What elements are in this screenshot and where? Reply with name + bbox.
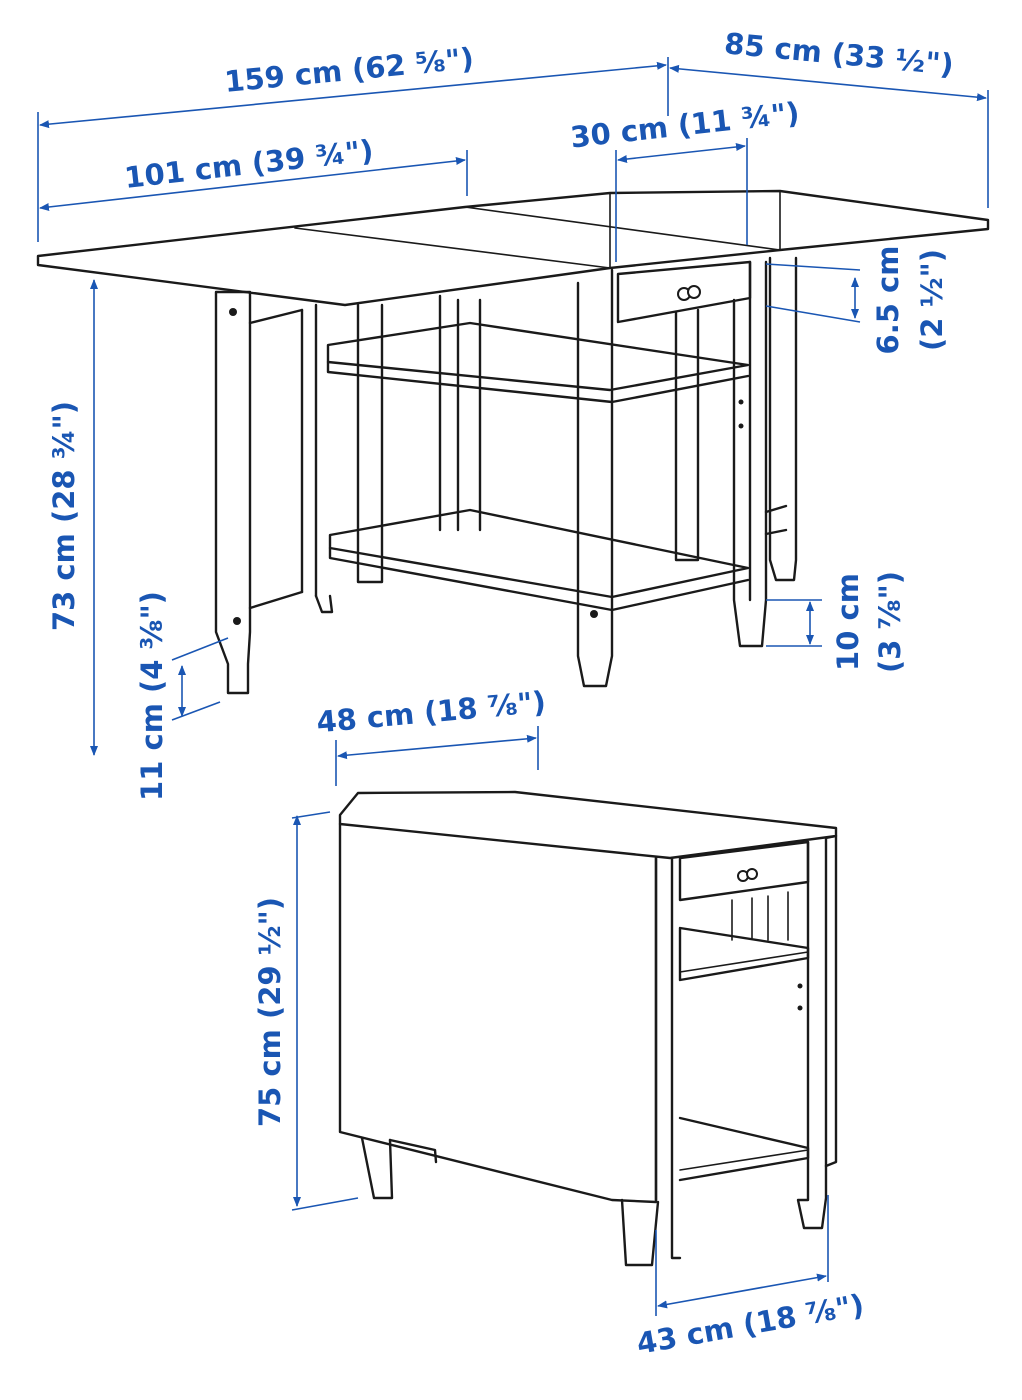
label-leg-clearance-left: 11 cm (4 ⅜")	[135, 591, 169, 801]
right-legs	[674, 308, 700, 562]
folded-tabletop	[338, 790, 838, 860]
open-upper-shelf	[326, 321, 750, 392]
label-drawer-width: 30 cm (11 ¾")	[569, 96, 801, 155]
open-lower-shelf	[328, 508, 750, 599]
front-leg	[576, 268, 614, 688]
label-leaf-width: 101 cm (39 ¾")	[123, 133, 375, 195]
folded-lower-shelf	[678, 1116, 810, 1182]
label-drawer-height-cm: 6.5 cm	[871, 246, 905, 355]
label-leg-clearance-right-in: (3 ⅞")	[873, 571, 907, 673]
open-tabletop	[36, 189, 990, 307]
label-depth: 85 cm (33 ½")	[723, 26, 955, 81]
label-drawer-height-in: (2 ½")	[915, 249, 949, 351]
center-left-legs	[356, 303, 384, 584]
label-total-width: 159 cm (62 ⅝")	[223, 41, 475, 99]
label-height-open: 73 cm (28 ¾")	[47, 401, 81, 631]
folded-front-leg	[620, 1198, 660, 1267]
folded-table-drawing	[338, 790, 838, 1267]
open-table-drawing	[36, 189, 990, 695]
folded-leaf	[338, 822, 658, 1204]
dimension-lines	[37, 57, 989, 1316]
left-gate-leg	[214, 290, 252, 695]
label-folded-depth: 43 cm (18 ⅞")	[634, 1287, 866, 1360]
label-leg-clearance-right-cm: 10 cm	[831, 573, 865, 671]
label-folded-height: 75 cm (29 ½")	[253, 897, 287, 1127]
label-folded-width: 48 cm (18 ⅞")	[315, 685, 547, 740]
dimension-labels: 159 cm (62 ⅝") 85 cm (33 ½") 101 cm (39 …	[47, 26, 955, 1361]
